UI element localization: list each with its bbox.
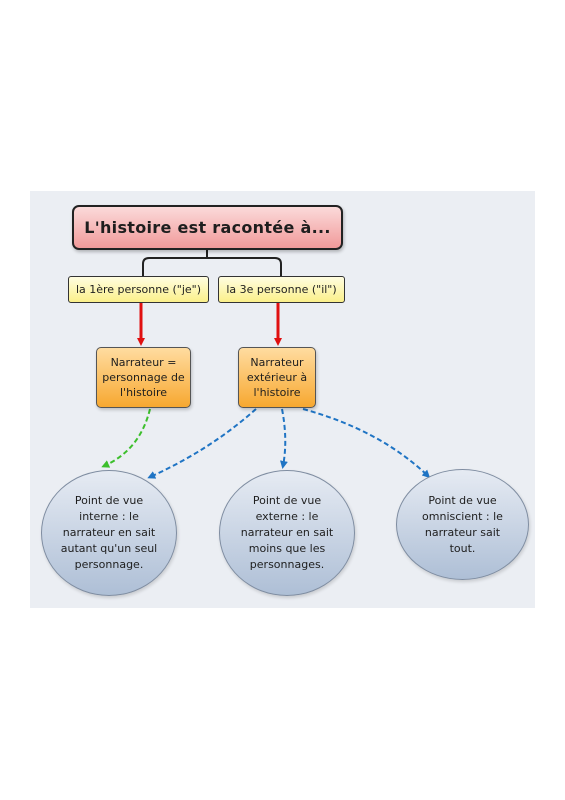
narrator-external-label: Narrateur extérieur à l'histoire: [246, 356, 308, 399]
internal-pov-node: Point de vue interne : le narrateur en s…: [41, 470, 177, 596]
root-node: L'histoire est racontée à...: [72, 205, 343, 250]
external-pov-label: Point de vue externe : le narrateur en s…: [240, 494, 334, 571]
external-pov-node: Point de vue externe : le narrateur en s…: [219, 470, 355, 596]
third-person-label: la 3e personne ("il"): [226, 283, 337, 296]
narrator-character-label: Narrateur = personnage de l'histoire: [102, 356, 185, 399]
omniscient-pov-node: Point de vue omniscient : le narrateur s…: [396, 469, 529, 580]
narrator-external-node: Narrateur extérieur à l'histoire: [238, 347, 316, 408]
first-person-node: la 1ère personne ("je"): [68, 276, 209, 303]
internal-pov-label: Point de vue interne : le narrateur en s…: [60, 494, 158, 571]
first-person-label: la 1ère personne ("je"): [75, 283, 202, 296]
root-label: L'histoire est racontée à...: [84, 218, 331, 237]
narrator-character-node: Narrateur = personnage de l'histoire: [96, 347, 191, 408]
third-person-node: la 3e personne ("il"): [218, 276, 345, 303]
omniscient-pov-label: Point de vue omniscient : le narrateur s…: [422, 493, 503, 555]
